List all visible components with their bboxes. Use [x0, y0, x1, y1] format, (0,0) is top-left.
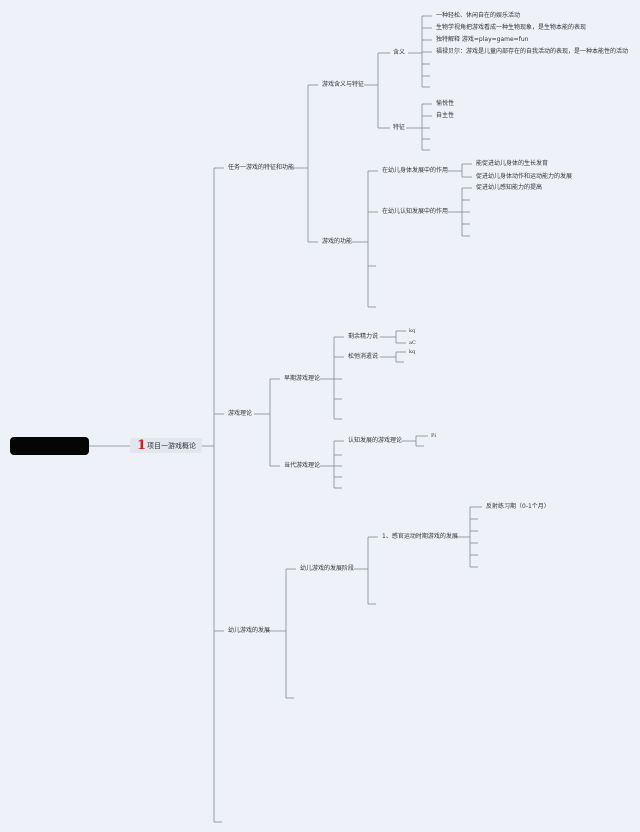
node-early-theory[interactable]: 早期游戏理论: [284, 375, 321, 382]
node-meaning[interactable]: 含义: [393, 49, 406, 56]
node-cognitive[interactable]: 在幼儿认知发展中的作用: [382, 208, 449, 215]
node-functions[interactable]: 游戏的功能: [322, 238, 353, 245]
central-topic-title[interactable]: 项目一游戏概论: [147, 442, 196, 450]
cognitive-item[interactable]: 促进幼儿感知能力的提高: [476, 184, 543, 191]
meaning-item[interactable]: 独特解释 游戏=play=game=fun: [436, 36, 529, 43]
central-topic-background: [130, 438, 202, 453]
feature-item[interactable]: 自主性: [436, 112, 455, 119]
meaning-item[interactable]: 生物学视角把游戏看成一种生物现象，是生物本能的表现: [436, 24, 587, 31]
central-topic-number: 1: [137, 438, 147, 453]
node-surplus[interactable]: 剩余精力说: [348, 333, 379, 340]
node-relax[interactable]: 松弛消遣说: [348, 353, 379, 360]
surplus-item[interactable]: aC: [409, 340, 416, 346]
node-meaning-features[interactable]: 游戏含义与特征: [322, 81, 365, 88]
relax-item[interactable]: kq: [409, 349, 416, 355]
physical-item[interactable]: 能促进幼儿身体的生长发育: [476, 160, 549, 167]
meaning-item[interactable]: 福禄贝尔：游戏是儿童内部存在的自我活动的表现，是一种本能性的活动: [436, 48, 629, 55]
node-sensorimotor[interactable]: 1、感官运动时期游戏的发展: [382, 533, 458, 540]
root-topic-node[interactable]: [10, 437, 89, 455]
surplus-item[interactable]: kq: [409, 328, 416, 334]
sensorimotor-item[interactable]: 反射练习期（0-1个月）: [486, 503, 550, 510]
branch-task1[interactable]: 任务一游戏的特征和功能: [228, 164, 295, 171]
feature-item[interactable]: 愉悦性: [436, 100, 455, 107]
branch-theory[interactable]: 游戏理论: [228, 410, 253, 417]
physical-item[interactable]: 促进幼儿身体动作和运动能力的发展: [476, 173, 573, 180]
node-physical[interactable]: 在幼儿身体发展中的作用: [382, 167, 449, 174]
node-cognitive-dev[interactable]: 认知发展的游戏理论: [348, 437, 403, 444]
node-stages[interactable]: 幼儿游戏的发展阶段: [300, 565, 355, 572]
branch-development[interactable]: 幼儿游戏的发展: [228, 627, 271, 634]
meaning-item[interactable]: 一种轻松、休闲自在的娱乐活动: [436, 12, 521, 19]
node-modern-theory[interactable]: 当代游戏理论: [284, 462, 321, 469]
cognitive-dev-item[interactable]: Pi: [431, 433, 436, 439]
node-features[interactable]: 特征: [393, 124, 406, 131]
